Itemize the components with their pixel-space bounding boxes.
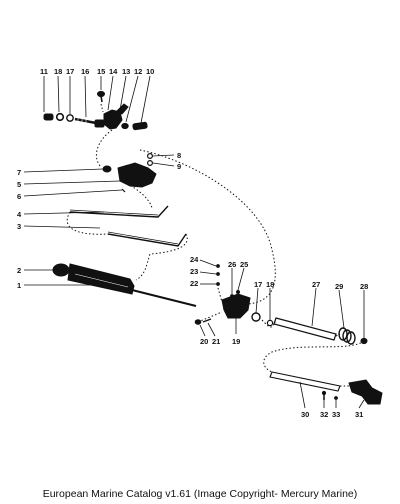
part-11-pin <box>43 113 54 121</box>
callout-24: 24 <box>190 255 199 264</box>
part-6-screw <box>121 188 126 193</box>
part-7-nut <box>102 165 112 173</box>
callout-28: 28 <box>360 282 368 291</box>
callout-14: 14 <box>109 67 118 76</box>
callout-33: 33 <box>332 410 340 419</box>
part-5-bracket <box>117 162 157 188</box>
part-3-link-outline <box>107 231 179 245</box>
cable-guide-group <box>102 153 157 193</box>
callout-19: 19 <box>232 337 240 346</box>
part-32-screw <box>321 390 327 400</box>
callout-18b: 18 <box>266 280 274 289</box>
callout-5: 5 <box>17 180 21 189</box>
callout-18: 18 <box>54 67 62 76</box>
part-30-shaft <box>269 371 341 392</box>
part-24-pin <box>216 264 220 268</box>
callout-17b: 17 <box>254 280 262 289</box>
callout-21: 21 <box>212 337 220 346</box>
callout-1: 1 <box>17 281 21 290</box>
part-9-washer <box>147 160 154 167</box>
part-29-spring <box>338 327 356 345</box>
callout-labels: 11 18 17 16 15 14 13 12 10 8 9 7 5 6 4 3… <box>17 67 368 419</box>
callout-31: 31 <box>355 410 363 419</box>
callout-15: 15 <box>97 67 105 76</box>
leader-lines <box>23 75 365 409</box>
callout-2: 2 <box>17 266 21 275</box>
part-18-washer <box>55 112 65 122</box>
shaft-group <box>266 317 368 345</box>
callout-29: 29 <box>335 282 343 291</box>
callout-27: 27 <box>312 280 320 289</box>
part-23-pin <box>216 272 220 276</box>
part-16-threaded-rod <box>74 116 105 128</box>
lower-center-group <box>194 264 261 325</box>
callout-12: 12 <box>134 67 142 76</box>
part-31-bracket <box>348 379 383 405</box>
tiller-handle-group <box>52 263 197 307</box>
part-25-pin <box>236 290 240 294</box>
callout-10: 10 <box>146 67 154 76</box>
part-13-block <box>103 103 129 130</box>
callout-32: 32 <box>320 410 328 419</box>
part-17-washer <box>66 114 74 122</box>
part-4-link <box>69 205 169 218</box>
copyright-caption: European Marine Catalog v1.61 (Image Cop… <box>42 488 358 500</box>
part-22-pin <box>216 282 220 286</box>
part-19-lever <box>221 293 251 319</box>
part-18-washer-b <box>266 319 274 327</box>
assembly-dotted-lines <box>66 103 365 387</box>
callout-22: 22 <box>190 279 198 288</box>
callout-7: 7 <box>17 168 21 177</box>
part-10-sleeve <box>132 121 148 131</box>
part-17-washer-b <box>251 312 261 322</box>
callout-16: 16 <box>81 67 89 76</box>
callout-3: 3 <box>17 222 21 231</box>
callout-17: 17 <box>66 67 74 76</box>
part-4-link-outline <box>69 209 159 216</box>
callout-26: 26 <box>228 260 236 269</box>
callout-13: 13 <box>122 67 130 76</box>
part-1-handle <box>67 263 135 295</box>
callout-8: 8 <box>177 151 181 160</box>
part-1-handle-rod <box>131 289 197 307</box>
top-parts-group <box>43 90 148 131</box>
part-15-screw <box>97 90 105 103</box>
wire-links-group <box>69 205 187 247</box>
callout-20: 20 <box>200 337 208 346</box>
part-3-link <box>107 233 187 247</box>
part-8-washer <box>147 153 154 160</box>
callout-23: 23 <box>190 267 198 276</box>
callout-11: 11 <box>40 67 48 76</box>
part-26-pin <box>230 294 234 298</box>
callout-9: 9 <box>177 162 181 171</box>
part-2-grip-cap <box>52 263 70 277</box>
callout-6: 6 <box>17 192 21 201</box>
callout-4: 4 <box>17 210 22 219</box>
part-27-shaft <box>273 317 337 341</box>
lower-right-group <box>269 371 383 405</box>
part-33-pin <box>334 396 338 400</box>
part-12-nut <box>121 122 129 130</box>
callout-25: 25 <box>240 260 248 269</box>
callout-30: 30 <box>301 410 309 419</box>
